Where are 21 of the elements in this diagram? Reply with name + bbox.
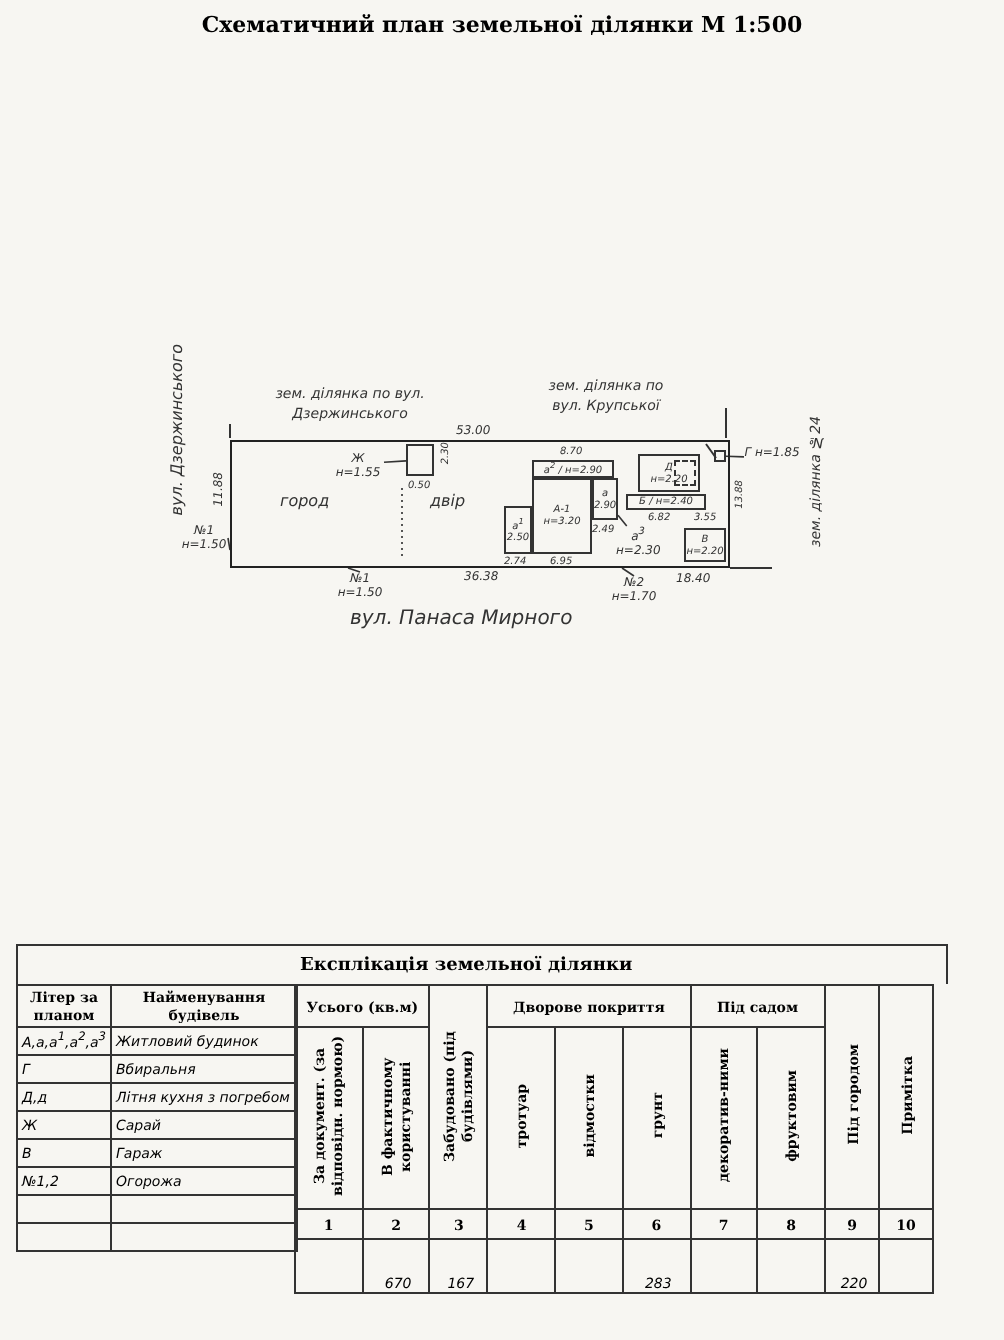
area-label: двір	[430, 492, 466, 510]
building-outline	[532, 478, 592, 554]
building-outline	[638, 454, 700, 492]
leader-line	[227, 537, 231, 551]
plot-boundary	[230, 440, 730, 568]
street-label: вул. Панаса Мирного	[350, 608, 573, 630]
table-title: Експлікація земельної ділянки	[300, 956, 633, 976]
leader-line	[725, 455, 745, 458]
building-outline	[532, 460, 614, 478]
leader-line	[621, 567, 635, 577]
street-label: вул. Дзержинського	[168, 344, 186, 516]
building-outline	[684, 528, 726, 562]
building-outline	[626, 494, 706, 510]
building-outline	[592, 478, 618, 520]
area-label: город	[280, 492, 330, 510]
leader-line	[347, 567, 361, 573]
diagram-title: Схематичний план земельної ділянки М 1:500	[199, 12, 805, 38]
building-outline	[504, 506, 532, 554]
toilet-outline	[714, 450, 726, 462]
leader-line	[617, 514, 628, 527]
leader-line	[383, 460, 407, 464]
